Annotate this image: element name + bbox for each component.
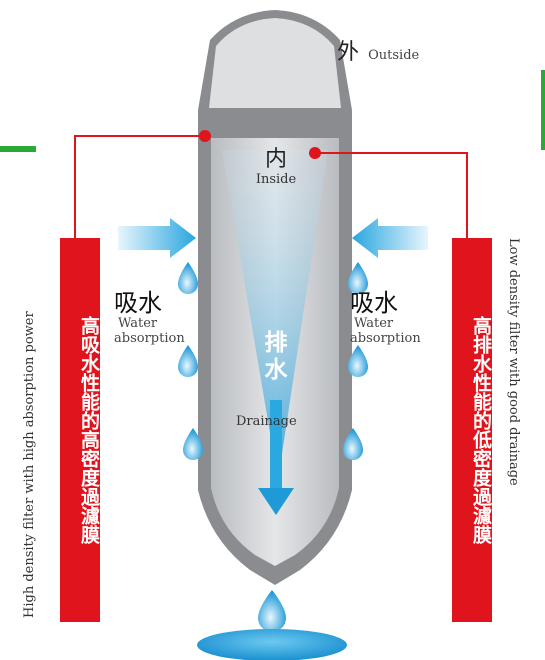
inside-en: Inside bbox=[255, 172, 297, 187]
right-absorb-en2: absorption bbox=[350, 331, 421, 346]
drainage-en: Drainage bbox=[236, 414, 297, 429]
left-filter-label-zh: 高吸水性能的高密度過濾膜 bbox=[60, 238, 100, 622]
droplets-left bbox=[178, 262, 203, 460]
green-mark-right bbox=[541, 70, 545, 150]
water-drop-icon bbox=[258, 590, 286, 632]
right-filter-label-zh: 高排水性能的低密度過濾膜 bbox=[452, 238, 492, 622]
right-filter-label-en: Low density filter with good drainage bbox=[506, 238, 521, 486]
water-pool bbox=[197, 629, 347, 660]
drainage-cone bbox=[222, 150, 328, 480]
left-filter-label-en: High density filter with high absorption… bbox=[22, 311, 37, 618]
connector-right bbox=[315, 152, 468, 240]
outside-label: 外 Outside bbox=[337, 34, 419, 66]
right-absorb-zh: 吸水 bbox=[350, 289, 398, 317]
drainage-zh: 排 水 bbox=[264, 330, 288, 383]
right-absorb-en1: Water bbox=[354, 316, 394, 331]
droplets-right bbox=[343, 262, 368, 460]
left-absorb-en2: absorption bbox=[114, 331, 185, 346]
inside-label: 内 Inside bbox=[236, 147, 316, 188]
green-mark-left bbox=[0, 146, 36, 152]
inside-zh: 内 bbox=[264, 147, 287, 172]
left-absorb-zh: 吸水 bbox=[114, 289, 162, 317]
outside-zh: 外 bbox=[337, 40, 360, 65]
arrow-left-in-icon bbox=[118, 218, 196, 258]
drainage-arrow-shaft bbox=[270, 400, 282, 490]
filter-top-chamber bbox=[209, 18, 341, 108]
connector-dot-left bbox=[199, 130, 211, 142]
connector-left bbox=[74, 135, 205, 240]
connector-dot-right bbox=[309, 147, 321, 159]
left-absorption-label: 吸水 Water absorption bbox=[114, 290, 185, 346]
left-absorb-en1: Water bbox=[118, 316, 158, 331]
drainage-arrow-head bbox=[258, 488, 294, 515]
right-absorption-label: 吸水 Water absorption bbox=[350, 290, 421, 346]
arrow-right-in-icon bbox=[352, 218, 428, 258]
outside-en: Outside bbox=[368, 48, 420, 63]
